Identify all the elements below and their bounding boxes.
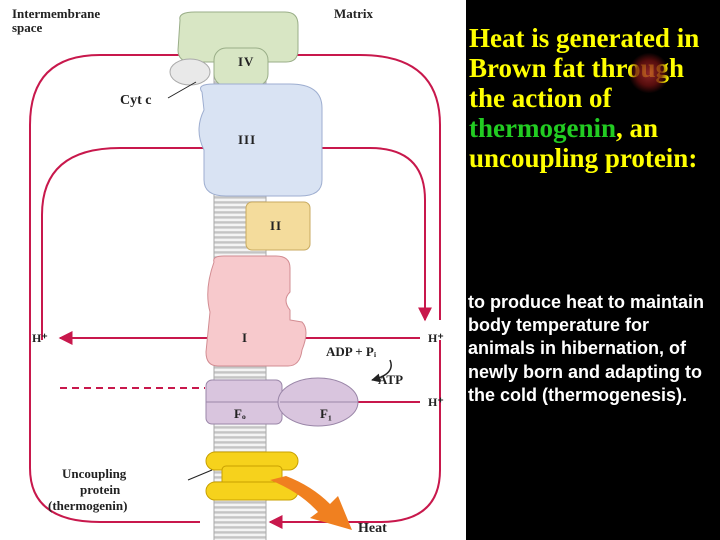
adp-atp-arrow [371, 359, 392, 383]
heading-text: Heat is generated in Brown fat through t… [469, 23, 700, 113]
electron-transport-diagram: Intermembrane space Matrix Cyt c IV III … [0, 0, 466, 540]
diagram-canvas: Intermembrane space Matrix Cyt c IV III … [12, 6, 444, 540]
uncoupling-label-line2: protein [80, 482, 121, 497]
cyt-c-label: Cyt c [120, 93, 152, 108]
intermembrane-space-label-line1: Intermembrane [12, 6, 100, 21]
proton-arrow-iii-left [41, 147, 212, 340]
h-plus-label-right-top: H⁺ [428, 331, 444, 345]
matrix-label: Matrix [334, 6, 373, 21]
proton-arrow-outer-left [29, 54, 258, 523]
heading-text-end: , an uncoupling protein: [469, 113, 698, 173]
body-text: to produce heat to maintain body tempera… [468, 292, 705, 405]
uncoupling-label-line3: (thermogenin) [48, 498, 127, 513]
complex-iii [198, 83, 323, 197]
heading: Heat is generated in Brown fat through t… [469, 23, 719, 173]
uncoupling-protein [205, 451, 299, 501]
intermembrane-space-label-line2: space [12, 20, 43, 35]
atp-label: ATP [378, 372, 403, 387]
proton-arrow-matrix-iii [268, 147, 432, 322]
uncoupling-label-line1: Uncoupling [62, 466, 127, 481]
heat-arrow [270, 476, 352, 530]
text-panel: Heat is generated in Brown fat through t… [466, 0, 720, 540]
atp-synthase [205, 377, 359, 427]
complex-iv [169, 11, 299, 87]
complex-i [205, 255, 307, 367]
adp-pi-label: ADP + Pᵢ [326, 344, 377, 359]
heat-label: Heat [358, 521, 387, 536]
heading-highlight: thermogenin [469, 113, 616, 143]
f1-label: F₁ [320, 406, 332, 421]
proton-arrow-return [268, 340, 441, 529]
complex-ii [245, 201, 311, 251]
h-plus-label-right-bottom: H⁺ [428, 395, 444, 409]
h-plus-label-left: H⁺ [32, 331, 48, 345]
complex-iii-label: III [238, 132, 256, 147]
fo-label: Fₒ [234, 406, 246, 421]
complex-iv-label: IV [238, 54, 254, 69]
proton-arrow-matrix-top [270, 54, 441, 320]
complex-ii-label: II [270, 218, 282, 233]
complex-i-label: I [242, 330, 248, 345]
decoration-blob [629, 53, 669, 93]
